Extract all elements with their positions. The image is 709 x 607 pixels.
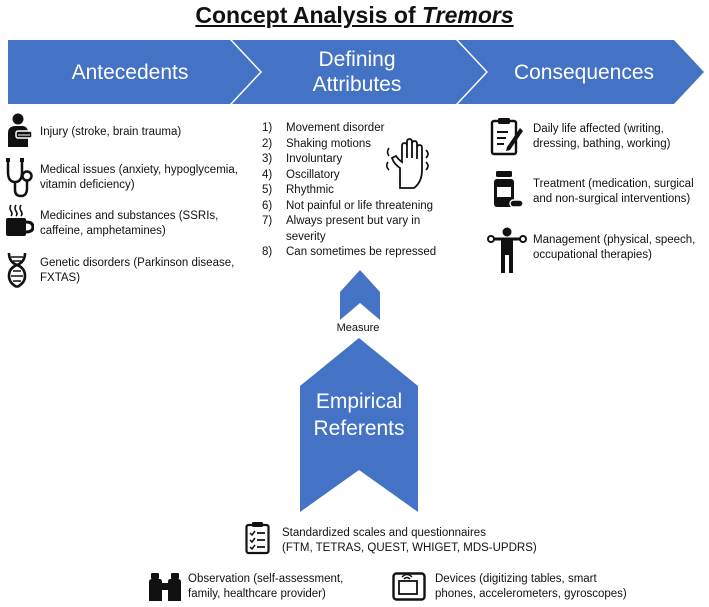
consequence-daily-life: Daily life affected (writing, dressing, … — [533, 123, 671, 150]
injured-person-icon — [6, 113, 34, 152]
antecedent-medicines: Medicines and substances (SSRIs, caffein… — [40, 210, 219, 237]
coffee-mug-icon — [4, 203, 35, 242]
empirical-referents-shape — [300, 338, 418, 517]
referent-standardized-scales: Standardized scales and questionnaires (… — [282, 527, 537, 554]
title-emphasis: Tremors — [422, 2, 514, 28]
checklist-icon — [245, 521, 271, 560]
list-item: 6)Not painful or life threatening — [262, 199, 434, 212]
antecedents-chevron — [8, 40, 260, 104]
referent-devices: Devices (digitizing tables, smart phones… — [435, 573, 627, 600]
consequences-heading: Consequences — [513, 61, 655, 84]
dna-icon — [6, 252, 28, 293]
list-item: 2)Shaking motions — [262, 137, 372, 150]
antecedent-medical-issues: Medical issues (anxiety, hypoglycemia, v… — [40, 164, 238, 191]
measure-label: Measure — [336, 322, 380, 334]
list-item: 7)Always present but vary in — [262, 215, 421, 227]
antecedent-genetic-disorders: Genetic disorders (Parkinson disease, FX… — [40, 257, 235, 284]
measure-up-arrow — [340, 270, 380, 325]
antecedent-injury: Injury (stroke, brain trauma) — [40, 126, 182, 138]
binoculars-icon — [148, 572, 182, 607]
medicine-bottle-icon — [492, 170, 524, 215]
person-exercise-icon — [487, 227, 527, 280]
antecedents-heading: Antecedents — [71, 61, 189, 84]
list-item: 1)Movement disorder — [262, 122, 385, 134]
shaking-hand-icon — [385, 138, 432, 195]
consequences-chevron — [458, 40, 704, 104]
consequence-treatment: Treatment (medication, surgical and non-… — [533, 178, 694, 205]
defining-attributes-heading: Defining Attributes — [262, 47, 452, 97]
defining-attributes-line1: Defining — [318, 48, 396, 71]
defining-attributes-line2: Attributes — [312, 73, 402, 96]
list-item: 3)Involuntary — [262, 153, 343, 165]
list-item: 4)Oscillatory — [262, 168, 340, 181]
defining-attributes-list: 1)Movement disorder 2)Shaking motions 3)… — [262, 121, 477, 261]
page-title: Concept Analysis of Tremors — [0, 2, 709, 29]
list-item: 5)Rhythmic — [262, 184, 334, 196]
consequence-management: Management (physical, speech, occupation… — [533, 234, 696, 261]
list-item: severity — [286, 230, 326, 243]
stethoscope-icon — [3, 158, 35, 203]
title-prefix: Concept Analysis of — [195, 2, 422, 28]
referent-observation: Observation (self-assessment, family, he… — [188, 573, 344, 600]
list-item: 8)Can sometimes be repressed — [262, 246, 437, 258]
tablet-device-icon — [392, 572, 426, 607]
empirical-referents-heading: Empirical Referents — [313, 390, 405, 440]
clipboard-pencil-icon — [490, 116, 524, 161]
defining-attributes-chevron — [232, 40, 486, 104]
